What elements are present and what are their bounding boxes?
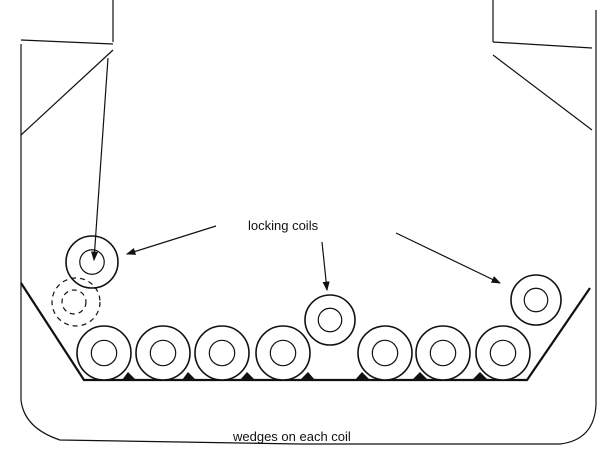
arrow-middle: [321, 241, 330, 292]
hull-outline: [20, 0, 597, 445]
coil: [194, 325, 250, 381]
arrow-right: [395, 232, 502, 284]
coil: [415, 325, 471, 381]
locking-coils-label: locking coils: [248, 218, 319, 233]
dashed-coil: [51, 277, 101, 327]
arrow-lift: [90, 57, 109, 262]
arrows: [90, 57, 502, 292]
coil: [475, 325, 531, 381]
caption: wedges on each coil: [233, 429, 351, 444]
coil: [255, 325, 311, 381]
coil: [304, 294, 356, 346]
coil: [76, 325, 132, 381]
coil: [135, 325, 191, 381]
coil: [65, 235, 119, 289]
arrow-left: [125, 225, 217, 255]
wedges: [122, 372, 488, 380]
coil: [510, 274, 562, 326]
coils: [65, 235, 562, 381]
coil: [357, 325, 413, 381]
